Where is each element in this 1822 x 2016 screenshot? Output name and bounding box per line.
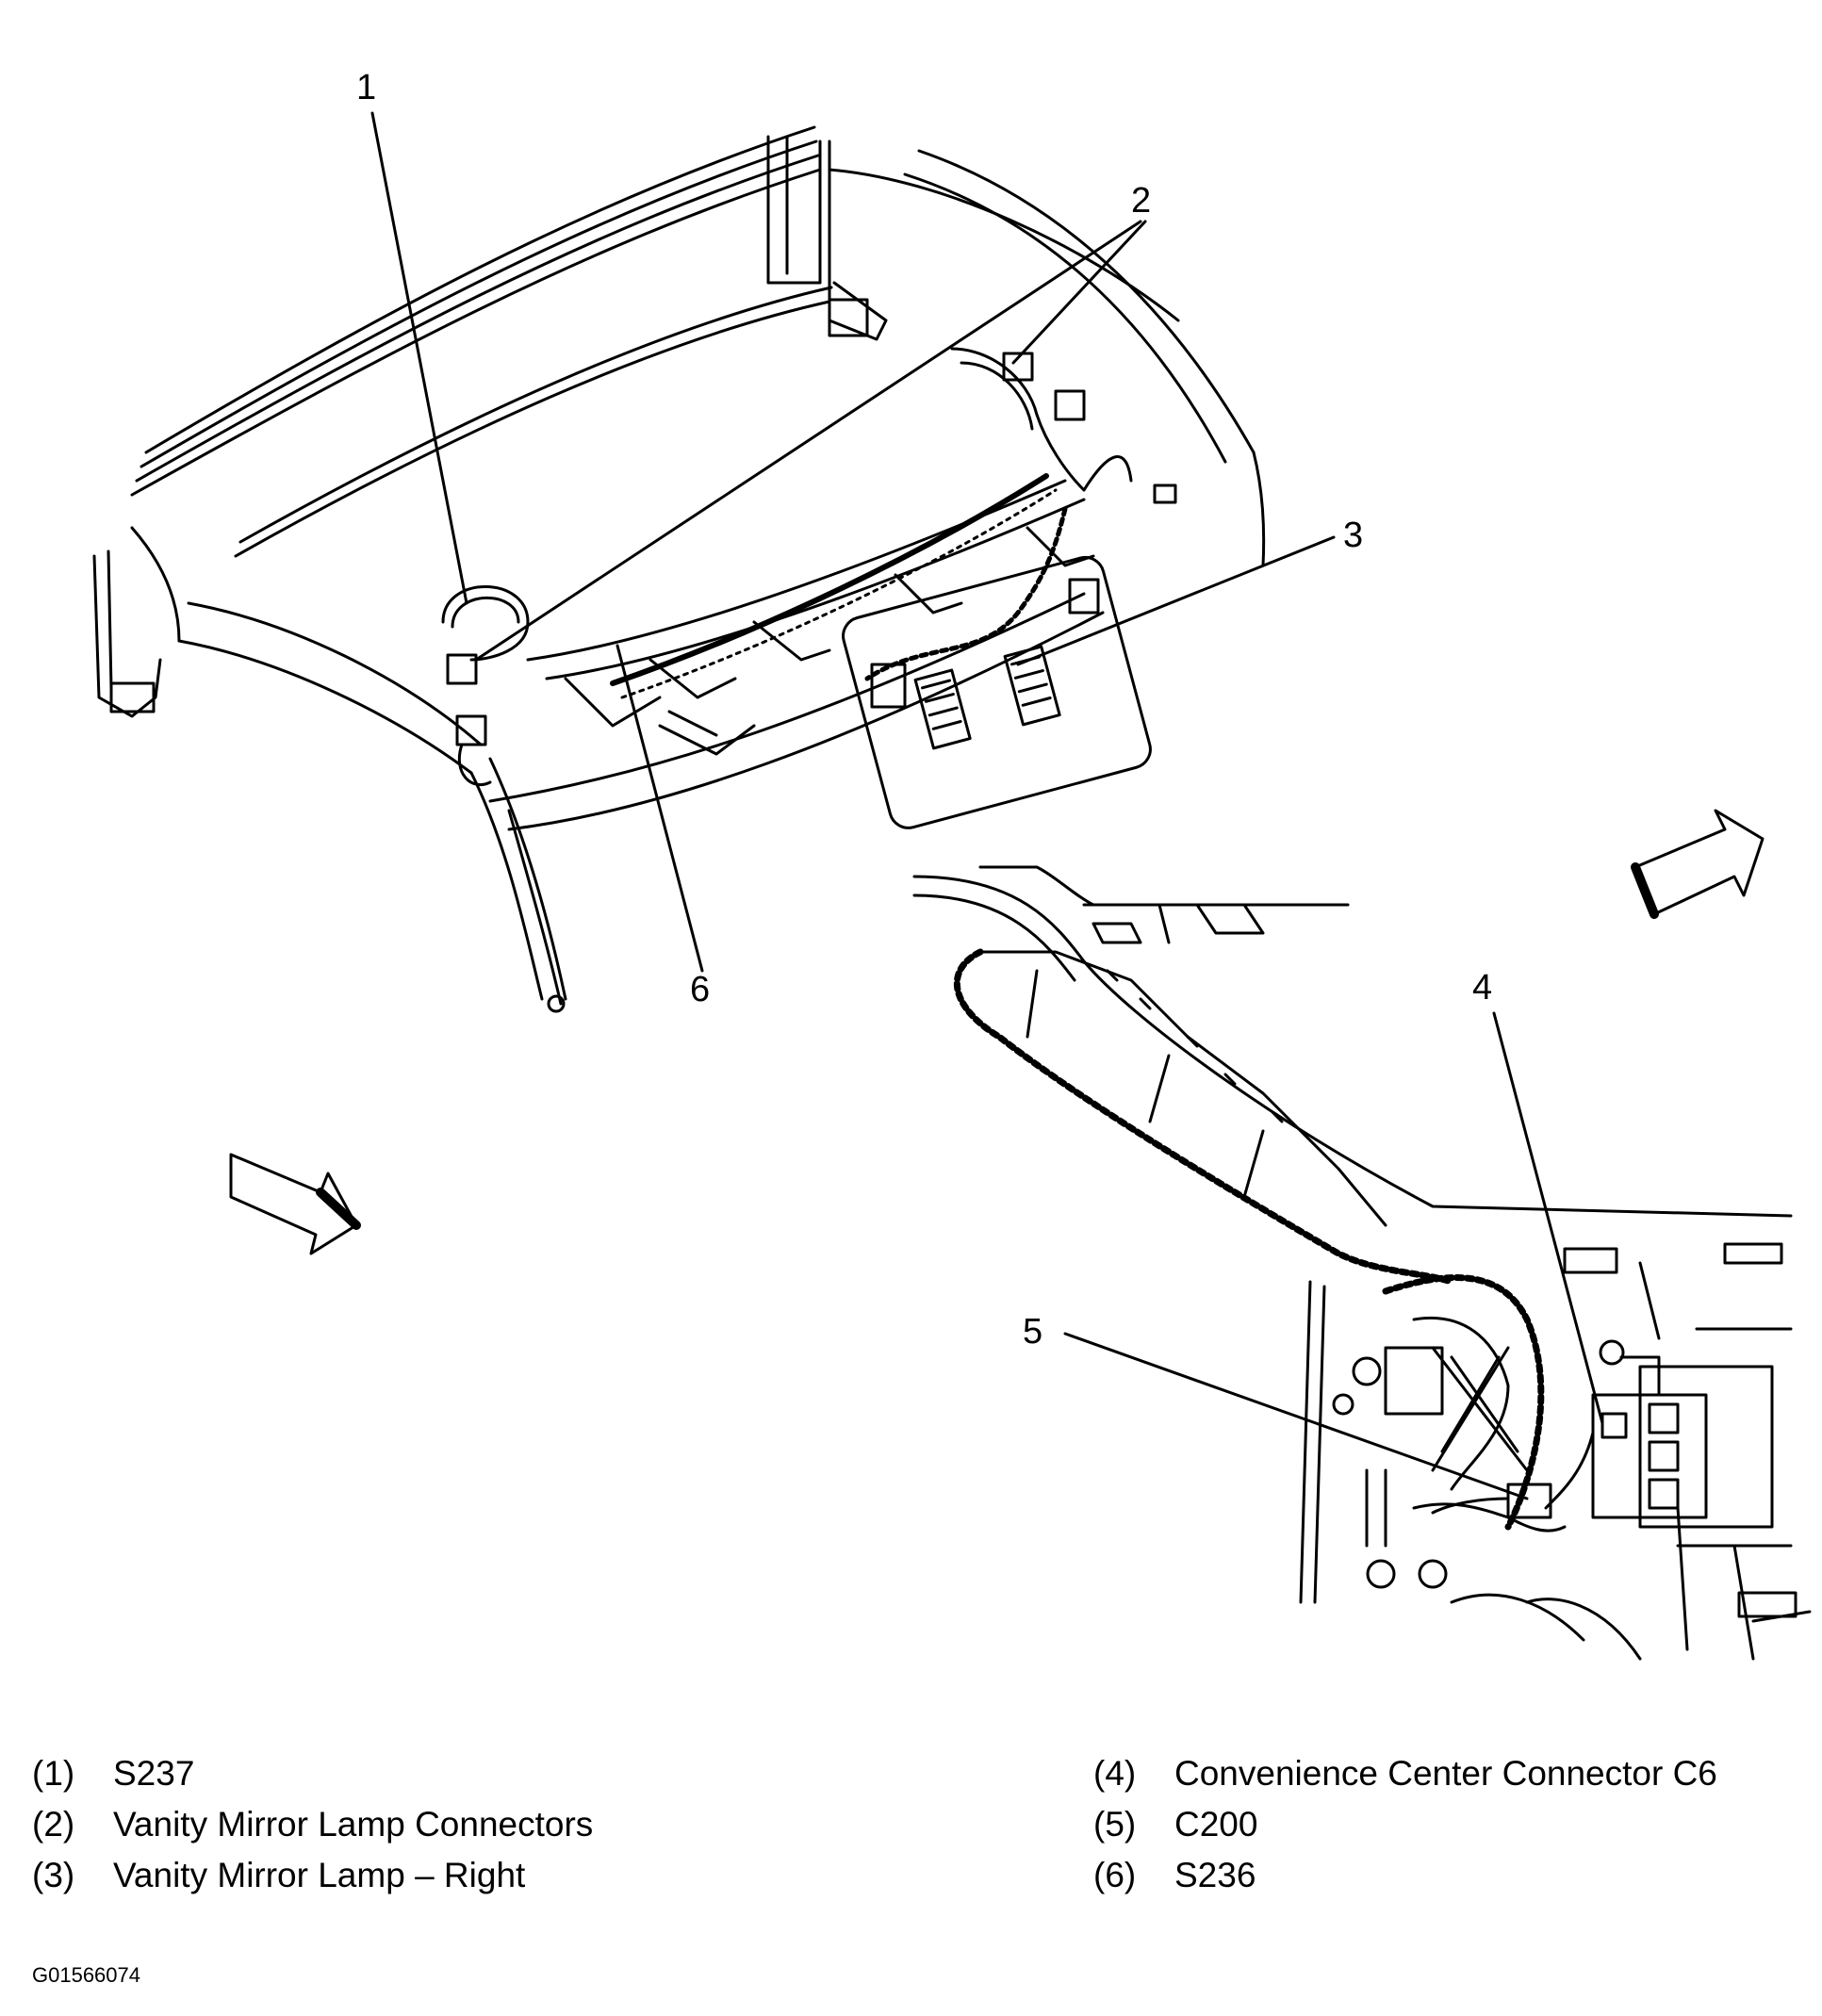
- legend-label: Convenience Center Connector C6: [1174, 1754, 1717, 1793]
- direction-arrow-lower-left: [229, 1153, 361, 1255]
- legend-number: (6): [1093, 1856, 1137, 1894]
- leader-line-3: [1016, 535, 1336, 666]
- legend-number: (5): [1093, 1805, 1137, 1844]
- callout-5: 5: [1023, 1312, 1042, 1352]
- legend-number: (2): [32, 1805, 75, 1844]
- legend-number: (3): [32, 1856, 75, 1894]
- leader-line-1: [370, 111, 468, 605]
- leader-line-4: [1492, 1011, 1604, 1425]
- callout-3: 3: [1343, 516, 1363, 555]
- instrument-panel-view: [912, 865, 1812, 1661]
- roof-headliner-view: [92, 125, 1266, 1013]
- callout-4: 4: [1472, 968, 1492, 1008]
- legend-label: S237: [113, 1754, 195, 1793]
- figure-id: G01566074: [32, 1963, 140, 1987]
- legend-label: Vanity Mirror Lamp – Right: [113, 1856, 526, 1894]
- callout-1: 1: [356, 68, 376, 107]
- leader-line-5: [1063, 1332, 1529, 1500]
- leader-line-6: [616, 644, 704, 973]
- legend-label: Vanity Mirror Lamp Connectors: [113, 1805, 594, 1844]
- legend-label: S236: [1174, 1856, 1256, 1894]
- callout-6: 6: [690, 970, 710, 1009]
- wiring-diagram: 1 2 3 4 5 6: [92, 68, 1812, 1661]
- direction-arrow-upper-right: [1631, 809, 1765, 919]
- legend: (1) S237 (2) Vanity Mirror Lamp Connecto…: [0, 1753, 1822, 1913]
- legend-number: (1): [32, 1754, 75, 1793]
- leader-line-2b: [1011, 220, 1147, 365]
- callout-2: 2: [1131, 181, 1151, 221]
- leader-line-2a: [474, 220, 1142, 662]
- legend-number: (4): [1093, 1754, 1137, 1793]
- legend-label: C200: [1174, 1805, 1258, 1844]
